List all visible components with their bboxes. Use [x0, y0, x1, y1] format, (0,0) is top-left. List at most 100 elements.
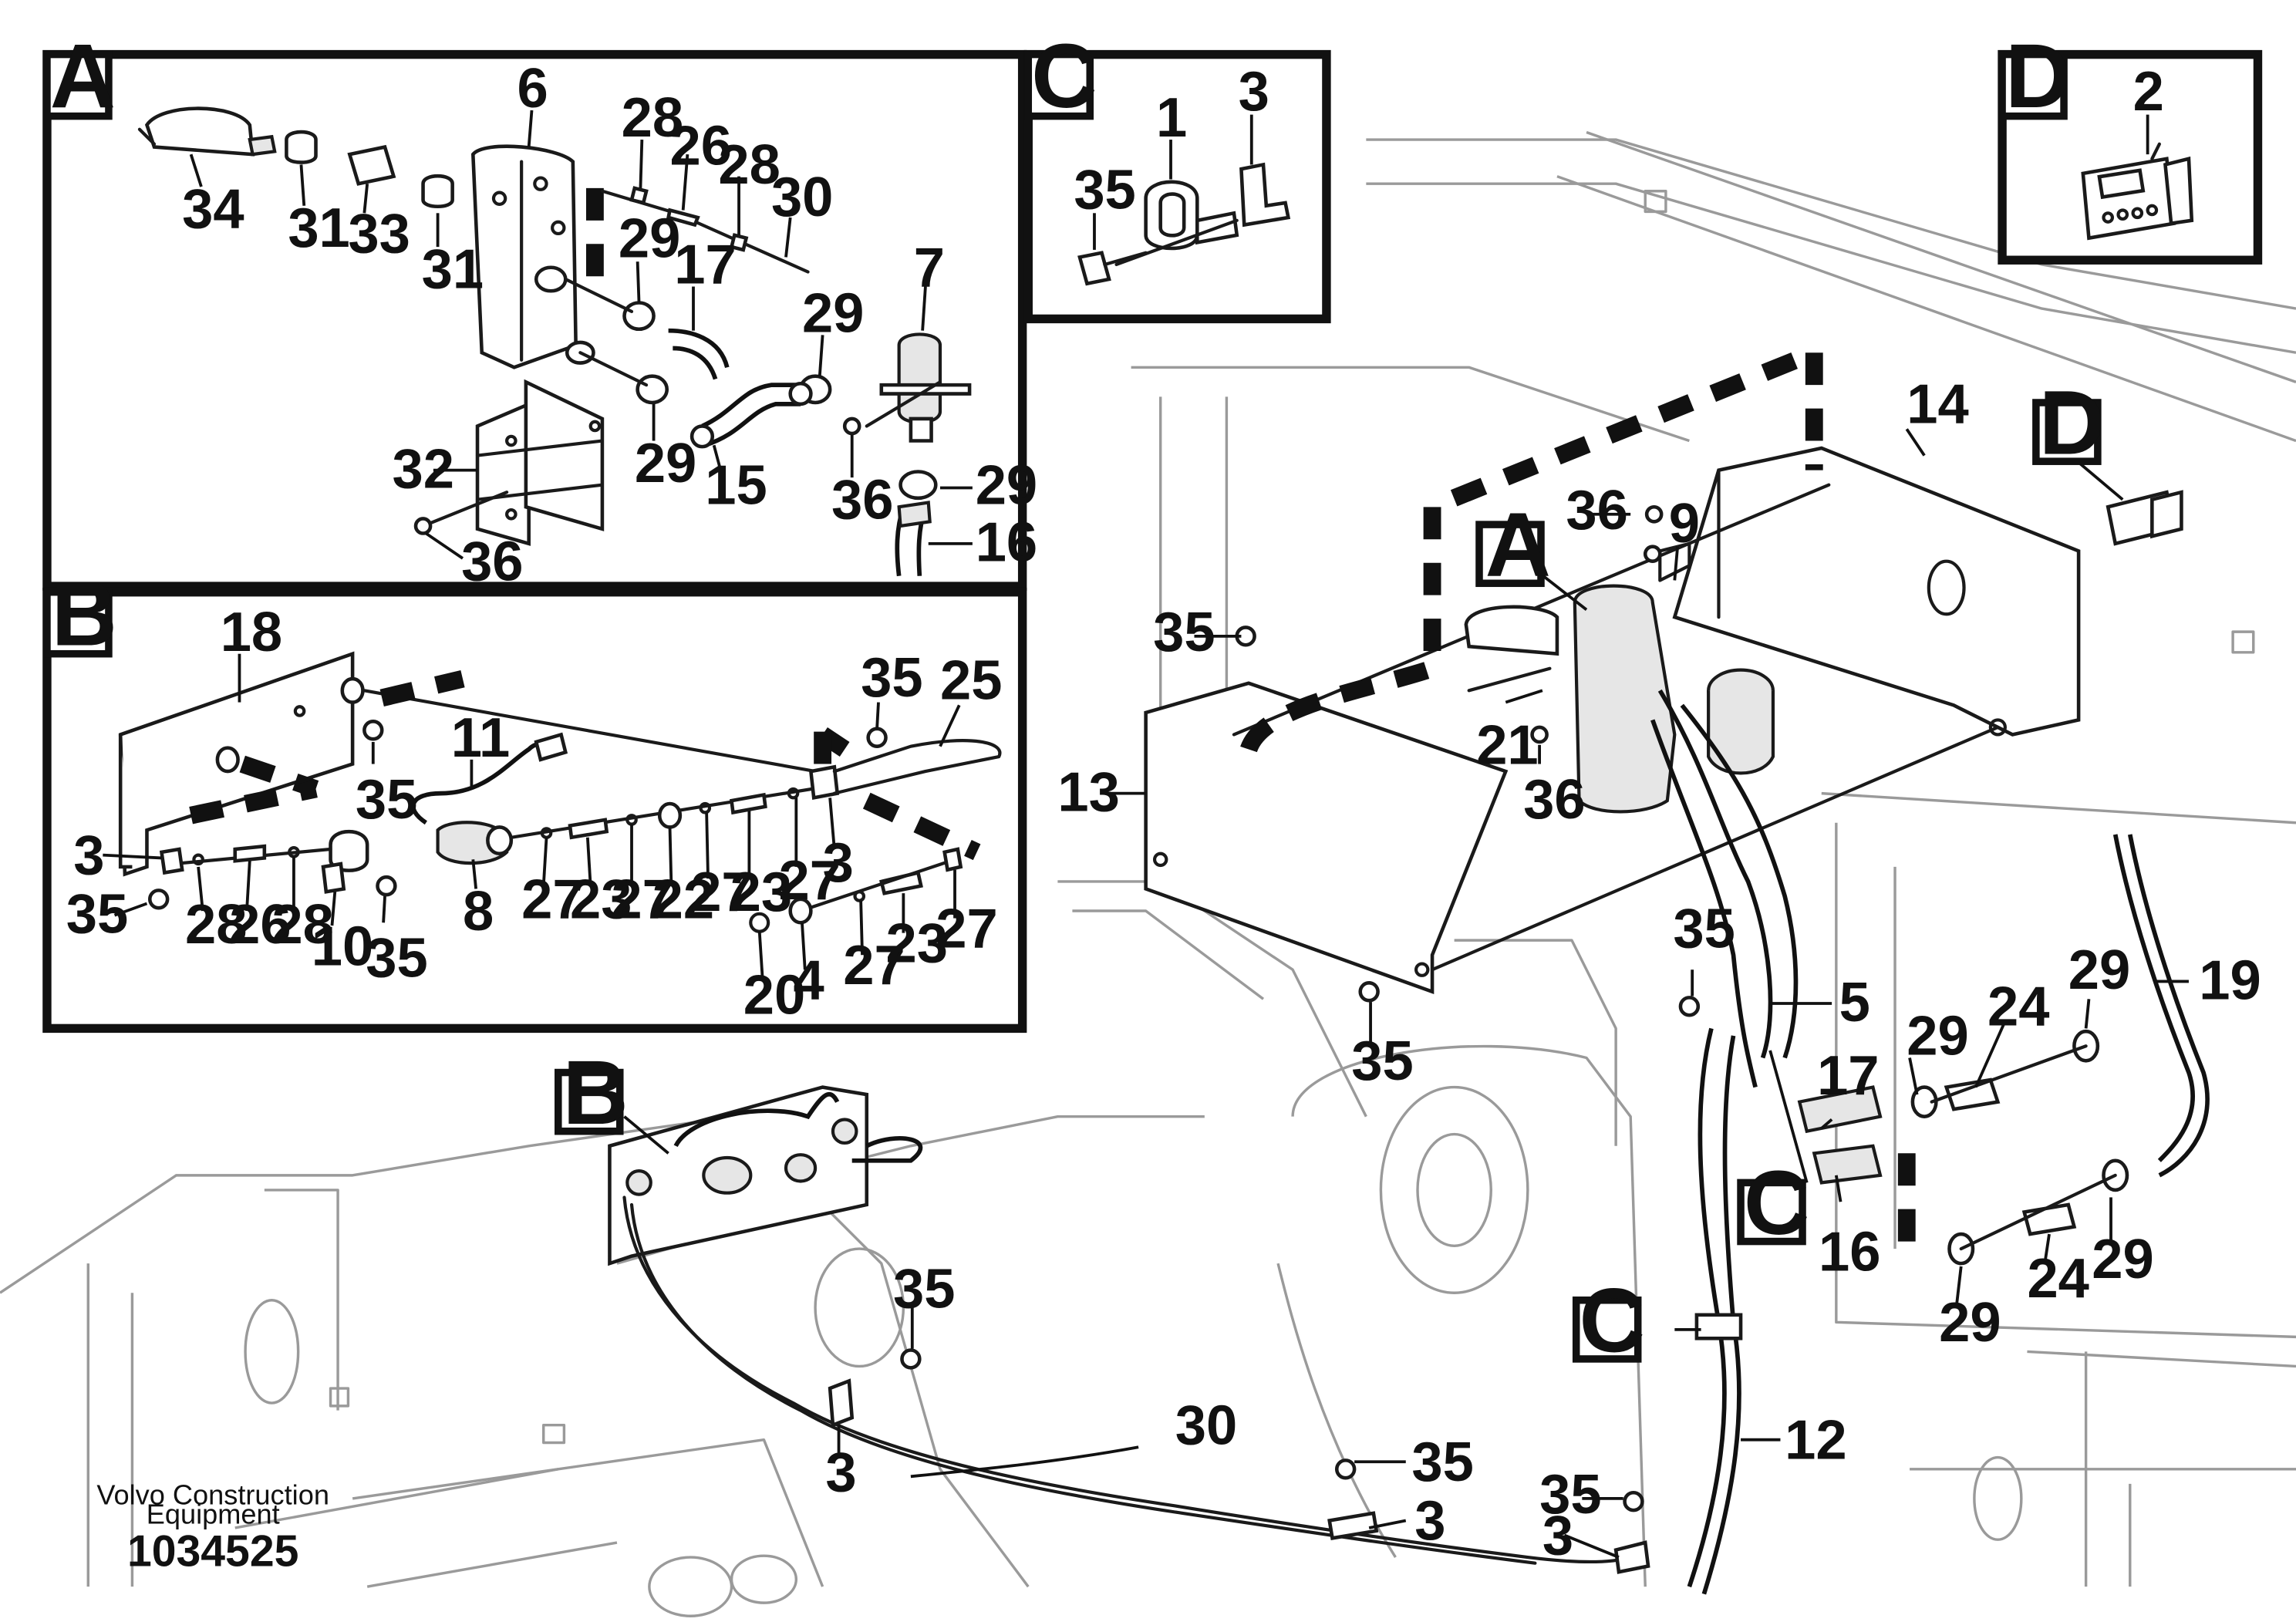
detail-tag-a-main-label: A: [1485, 494, 1551, 596]
callout-8: 8: [463, 880, 494, 943]
callout-35: 35: [366, 927, 428, 990]
detail-tag-d-main: [2032, 399, 2102, 465]
callout-3: 3: [1542, 1504, 1573, 1566]
callout-30: 30: [1175, 1394, 1238, 1456]
callout-27: 27: [778, 849, 841, 912]
callout-17: 17: [674, 234, 737, 296]
callout-36: 36: [831, 468, 894, 531]
callout-27: 27: [611, 868, 673, 931]
callout-35: 35: [1074, 159, 1136, 221]
detail-tag-b-main-label: B: [562, 1042, 628, 1144]
detail-panel-d: D 2: [1998, 25, 2263, 265]
heater-mount-assembly: [1144, 344, 2210, 1595]
callout-29: 29: [619, 207, 681, 269]
callout-4: 4: [794, 949, 824, 1011]
detail-tag-c: C: [1031, 25, 1097, 127]
callout-35: 35: [1351, 1030, 1414, 1092]
detail-tag-b-main: [555, 1068, 624, 1135]
callout-36: 36: [1523, 768, 1586, 831]
detail-panel-b: B: [42, 563, 1027, 1034]
detail-tag-c-main-1-label: C: [1744, 1152, 1809, 1254]
callout-13: 13: [1057, 761, 1120, 824]
callout-24: 24: [1988, 976, 2050, 1038]
callout-6: 6: [517, 57, 548, 120]
callout-35: 35: [1153, 601, 1215, 663]
callout-32: 32: [393, 437, 454, 500]
callout-36: 36: [1566, 479, 1628, 541]
callout-35: 35: [861, 646, 923, 709]
callout-29: 29: [802, 282, 865, 345]
detail-tag-d: D: [2005, 25, 2071, 127]
callout-5: 5: [1839, 971, 1870, 1034]
detail-tag-d-main-label: D: [2039, 373, 2105, 474]
main-leaders: [623, 428, 2189, 1559]
callout-3: 3: [1414, 1489, 1445, 1552]
callout-28: 28: [185, 893, 248, 956]
callout-26: 26: [229, 893, 292, 956]
callout-29: 29: [1907, 1005, 1969, 1067]
detail-tag-a: A: [50, 25, 116, 127]
callout-28: 28: [718, 133, 781, 196]
callout-25: 25: [940, 649, 1003, 712]
document-info: Volvo Construction Equipment 1034525: [96, 1479, 329, 1576]
brand-line-1: Volvo Construction: [96, 1479, 329, 1511]
callout-10: 10: [312, 915, 373, 977]
callout-11: 11: [451, 706, 511, 769]
brand-line-2: Equipment: [147, 1498, 280, 1529]
callout-29: 29: [1939, 1291, 2001, 1354]
callout-36: 36: [461, 530, 524, 592]
detail-tag-c-main-2: [1572, 1296, 1642, 1363]
callout-23: 23: [730, 861, 793, 923]
callout-18: 18: [221, 601, 282, 663]
main-callouts: 13 14 9 36 35 21 36 35 35 5 17 16 29 24 …: [825, 373, 2261, 1567]
callout-23: 23: [886, 912, 949, 975]
callout-33: 33: [348, 203, 410, 265]
document-number: 1034525: [127, 1527, 298, 1576]
callout-27: 27: [936, 898, 998, 960]
callout-3: 3: [73, 824, 104, 886]
callout-15: 15: [705, 454, 767, 516]
callout-30: 30: [771, 166, 834, 228]
callout-35: 35: [1411, 1431, 1474, 1493]
callout-26: 26: [670, 114, 733, 177]
detail-tag-c-main-2-label: C: [1580, 1270, 1645, 1371]
callout-20: 20: [743, 963, 805, 1026]
callout-16: 16: [1819, 1221, 1881, 1283]
callout-3: 3: [1239, 60, 1269, 123]
callout-28: 28: [271, 893, 334, 956]
callout-35: 35: [356, 768, 418, 831]
callout-29: 29: [635, 432, 697, 494]
detail-tag-a-main: [1475, 521, 1545, 588]
callout-3: 3: [823, 831, 854, 894]
callout-22: 22: [652, 868, 715, 931]
callout-29: 29: [976, 454, 1038, 516]
callout-31: 31: [422, 238, 484, 300]
callout-29: 29: [2068, 939, 2131, 1001]
callout-35: 35: [66, 883, 129, 946]
callout-29: 29: [2092, 1228, 2154, 1290]
callout-16: 16: [976, 511, 1038, 574]
detail-tag-b: B: [52, 563, 117, 665]
callout-9: 9: [1669, 492, 1700, 555]
callout-1: 1: [1156, 86, 1187, 149]
callout-31: 31: [288, 197, 350, 259]
callout-19: 19: [2199, 949, 2261, 1011]
fuel-pump-assembly-main: [608, 1085, 1650, 1574]
callout-23: 23: [570, 868, 632, 931]
callout-34: 34: [182, 177, 244, 240]
callout-35: 35: [1673, 898, 1735, 960]
callout-27: 27: [690, 861, 753, 923]
callout-7: 7: [914, 237, 945, 299]
callout-2: 2: [2133, 60, 2164, 123]
callout-27: 27: [521, 868, 584, 931]
callout-35: 35: [1539, 1463, 1602, 1526]
callout-12: 12: [1785, 1408, 1847, 1471]
detail-panel-a: A: [42, 25, 1038, 592]
callout-24: 24: [2027, 1247, 2089, 1310]
detail-tag-c-main-1: [1737, 1179, 1806, 1246]
callout-35: 35: [893, 1257, 956, 1320]
callout-17: 17: [1817, 1044, 1880, 1107]
detail-panel-c: C 1 3 35: [1023, 25, 1331, 324]
